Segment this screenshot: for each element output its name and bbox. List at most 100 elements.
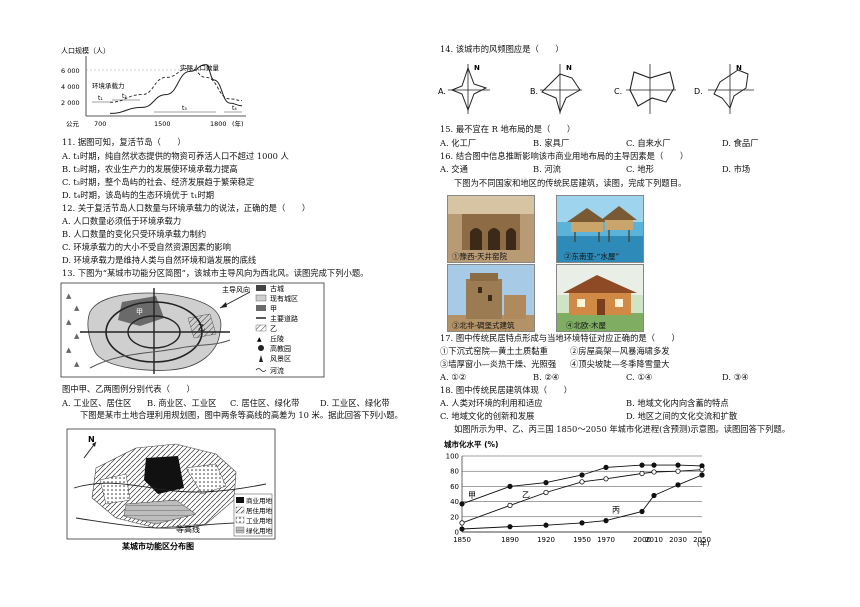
- q17-option-a: A. ①②: [440, 372, 467, 382]
- q12-option-c: C. 环境承载力的大小不受自然资源因素的影响: [62, 242, 231, 252]
- q11-option-c: C. t₃时期，整个岛屿的社会、经济发展趋于繁荣稳定: [62, 177, 255, 187]
- urban-data-point: [675, 462, 681, 468]
- pop-xtick: 公元: [66, 120, 80, 128]
- q12-option-b: B. 人口数量的变化只受环境承载力制约: [62, 229, 207, 239]
- city-function-map: ▲▲▲ ▲▲▲ 主导风向 甲 乙 古城 现有城区 甲 主要道路 乙 ▲ 丘陵 高…: [60, 282, 325, 378]
- urban-ylabel: 城市化水平 (%): [444, 439, 498, 449]
- q11-option-a: A. t₁时期，纯自然状态提供的物资可养活人口不超过 1000 人: [62, 151, 289, 161]
- urban-x-tick: 1950: [573, 536, 591, 544]
- caption-water-house: ②东南亚-“水屋”: [564, 252, 620, 261]
- urban-data-point: [699, 472, 705, 478]
- urban-data-point: [675, 468, 681, 474]
- q15-option-c: C. 自来水厂: [626, 138, 671, 148]
- q17-item-2: ②房屋高架—风暴海啸多发: [570, 346, 670, 356]
- urban-x-tick: 2050: [693, 536, 711, 544]
- pop-xtick: 700: [94, 120, 106, 128]
- north-label-b: N: [566, 64, 572, 72]
- urban-y-tick: 100: [446, 453, 459, 461]
- q18-option-c: C. 地域文化的创新和发展: [440, 411, 535, 421]
- q11-stem: 11. 据图可知，复活节岛（ ）: [62, 137, 186, 147]
- t-label: t₁: [98, 95, 103, 102]
- q18-option-d: D. 地区之间的文化交流和扩散: [626, 411, 738, 421]
- north-label-d: N: [736, 64, 742, 72]
- q11-option-b: B. t₂时期，农业生产力的发展使环境承载力提高: [62, 164, 238, 174]
- urban-series-label: 丙: [612, 506, 620, 515]
- q18-option-b: B. 地域文化内向含蓄的特点: [626, 398, 729, 408]
- urban-data-point: [459, 520, 465, 526]
- q15-option-b: B. 家具厂: [533, 138, 570, 148]
- legend-yi: 乙: [270, 325, 277, 333]
- land-use-map: N 等高线 商业用地 居住用地 工业用地 绿化用地 某城市功能区分布图: [66, 428, 276, 551]
- urban-data-point: [651, 492, 657, 499]
- urban-data-point: [699, 467, 705, 473]
- urban-data-point: [639, 470, 645, 477]
- pop-ytick: 4 000: [61, 83, 80, 91]
- caption-cave-dwelling: ①豫西-天井窑院: [452, 252, 508, 261]
- urban-x-tick: 1920: [537, 536, 555, 544]
- t-label: t₂: [122, 93, 127, 100]
- q18-stem: 18. 图中传统民居建筑体现（ ）: [440, 385, 572, 395]
- q13-question: 图中甲、乙两图例分别代表（ ）: [62, 384, 195, 394]
- legend-green: 绿化用地: [246, 526, 273, 535]
- photo-cave-dwelling: [447, 195, 535, 263]
- svg-text:▲: ▲: [257, 336, 262, 343]
- legend-main-road: 主要道路: [270, 314, 298, 323]
- wind-direction-label: 主导风向: [222, 285, 250, 294]
- urban-x-tick: 1970: [597, 536, 615, 544]
- q16-option-c: C. 地形: [626, 164, 654, 174]
- urban-data-point: [459, 501, 465, 507]
- q14-option-c: C.: [614, 87, 622, 96]
- q13-option-d: D. 工业区、绿化带: [320, 398, 390, 408]
- legend-hills: 丘陵: [270, 334, 284, 343]
- pop-xtick: 1500: [154, 120, 171, 128]
- urban-x-tick: 1890: [501, 536, 519, 544]
- urban-data-point: [543, 522, 549, 528]
- q11-option-d: D. t₄时期，该岛屿的生态环境优于 t₁时期: [62, 190, 215, 200]
- legend-commercial: 商业用地: [246, 496, 273, 505]
- legend-industrial: 工业用地: [246, 516, 273, 525]
- legend-scenic-area: 风景区: [270, 355, 291, 363]
- svg-text:▲: ▲: [66, 292, 72, 300]
- urban-x-tick: 2010: [645, 536, 663, 544]
- urban-data-point: [543, 489, 549, 496]
- q16-option-b: B. 河流: [533, 164, 561, 174]
- intro-houses: 下图为不同国家和地区的传统民居建筑，读图，完成下列题目。: [454, 178, 687, 188]
- urban-data-point: [579, 472, 585, 478]
- map-label-yi: 乙: [198, 324, 205, 332]
- q13-option-a: A. 工业区、居住区: [62, 398, 132, 408]
- land-map-north: N: [88, 435, 95, 444]
- legend-old-city: 古城: [270, 284, 284, 293]
- q14-option-d: D.: [694, 87, 703, 96]
- pop-ytick: 6 000: [61, 67, 80, 75]
- q12-stem: 12. 关于复活节岛人口数量与环境承载力的说法，正确的是（ ）: [62, 203, 311, 213]
- urban-data-point: [603, 464, 609, 470]
- urban-x-unit: (年): [697, 539, 710, 548]
- urban-y-tick: 80: [450, 468, 459, 476]
- photo-fortress-building: [447, 264, 535, 332]
- q16-option-d: D. 市场: [722, 164, 751, 174]
- legend-residential: 居住用地: [246, 506, 273, 515]
- q13-option-c: C. 居住区、绿化带: [230, 398, 300, 408]
- pop-xtick: 1800: [210, 120, 227, 128]
- actual-population-curve: [109, 64, 243, 114]
- svg-text:▲: ▲: [74, 304, 80, 312]
- q14-stem: 14. 该城市的风频图应是（ ）: [440, 44, 564, 54]
- land-map-caption: 某城市功能区分布图: [121, 541, 194, 551]
- q12-option-a: A. 人口数量必须低于环境承载力: [62, 216, 182, 226]
- population-chart: 人口规模（人） 6 000 4 000 2 000 实际人口数量 环境承载力 t…: [61, 46, 246, 128]
- q18-option-a: A. 人类对环境的利用和适应: [440, 398, 543, 408]
- intro-land-use: 下图是某市土地合理利用规划图，图中两条等高线的高差为 10 米。据此回答下列小题…: [80, 410, 403, 420]
- carrying-capacity-label: 环境承载力: [92, 81, 125, 90]
- urban-y-tick: 40: [450, 498, 459, 506]
- urban-data-point: [603, 518, 609, 524]
- q17-option-d: D. ③④: [722, 372, 749, 382]
- urban-y-tick: 60: [450, 483, 459, 491]
- carrying-capacity-curve: [109, 67, 243, 103]
- urban-data-point: [579, 479, 585, 485]
- intro-urbanization: 如图所示为甲、乙、丙三国 1850～2050 年城市化进程(含预测)示意图。读图…: [454, 424, 791, 434]
- svg-text:▲: ▲: [66, 346, 72, 354]
- q15-option-d: D. 食品厂: [722, 138, 759, 148]
- wind-rose-options: A. N B. N C. D. N: [438, 64, 754, 114]
- actual-population-label: 实际人口数量: [180, 63, 220, 72]
